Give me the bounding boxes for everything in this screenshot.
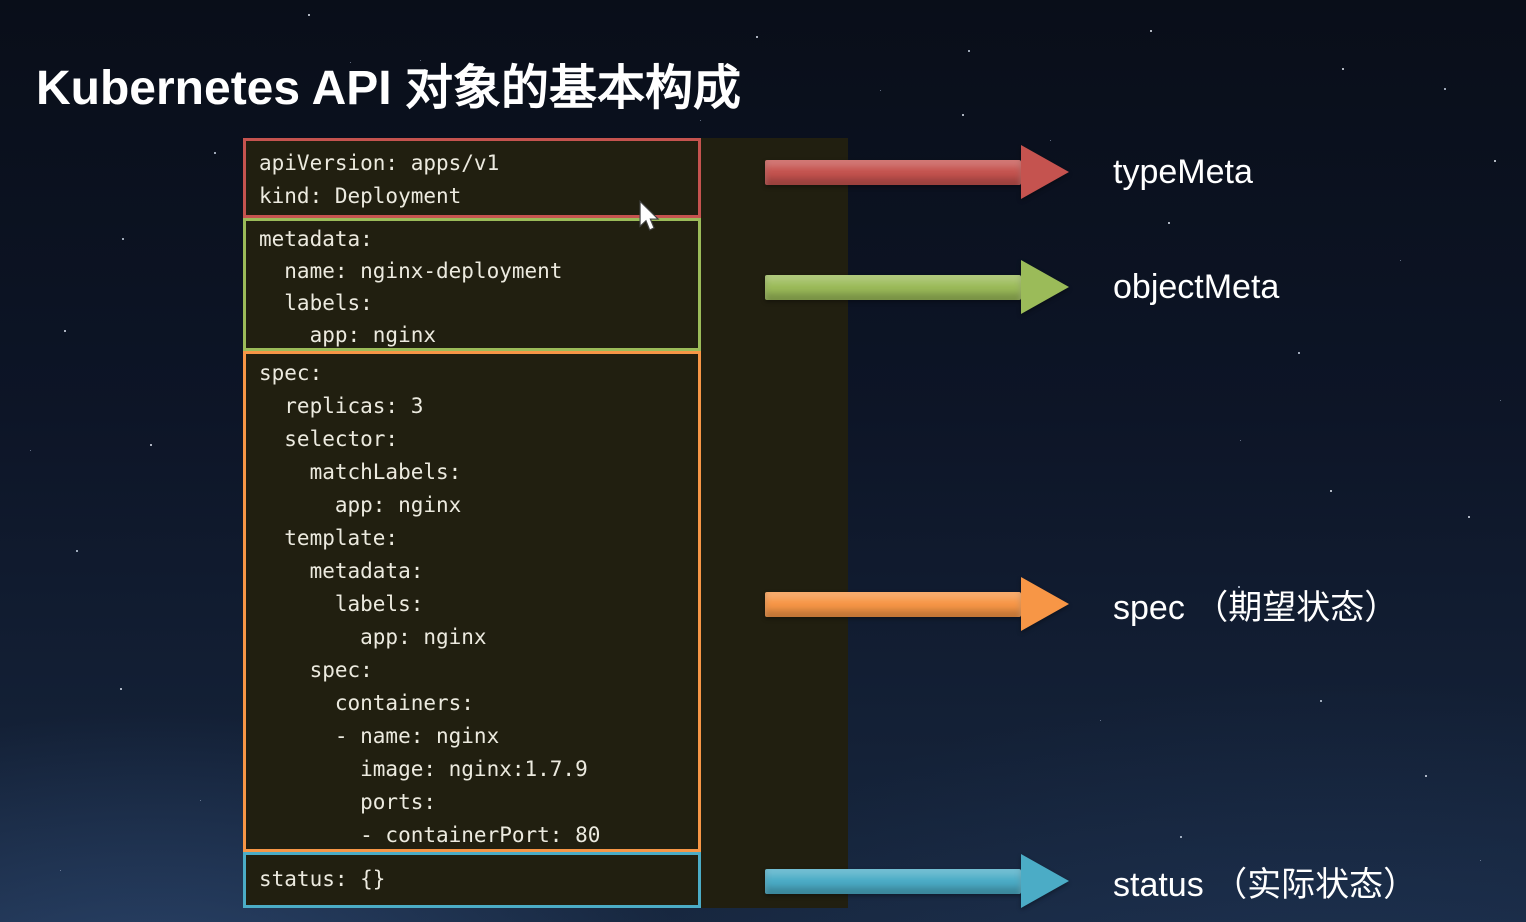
code-section-status: status: {} <box>243 852 701 908</box>
annotation-objectmeta: objectMeta <box>765 259 1279 315</box>
annotation-label-spec: spec （期望状态） <box>1113 588 1399 627</box>
code-section-typemeta: apiVersion: apps/v1 kind: Deployment <box>243 138 701 218</box>
objectmeta-arrow-icon <box>765 260 1069 314</box>
yaml-code-block: apiVersion: apps/v1 kind: Deployment met… <box>243 138 701 908</box>
arrow-head <box>1021 260 1069 314</box>
arrow-head <box>1021 854 1069 908</box>
arrow-body <box>765 868 1021 894</box>
arrow-body <box>765 591 1021 617</box>
arrow-head <box>1021 577 1069 631</box>
annotation-spec: spec （期望状态） <box>765 576 1398 632</box>
typemeta-arrow-icon <box>765 145 1069 199</box>
starfield-dim <box>0 0 1 1</box>
mouse-cursor-icon <box>639 200 660 231</box>
annotation-status: status （实际状态） <box>765 853 1417 909</box>
arrow-head <box>1021 145 1069 199</box>
slide-title: Kubernetes API 对象的基本构成 <box>36 62 741 116</box>
arrow-body <box>765 159 1021 185</box>
status-arrow-icon <box>765 854 1069 908</box>
annotation-label-objectmeta: objectMeta <box>1113 267 1280 306</box>
yaml-panel: apiVersion: apps/v1 kind: Deployment met… <box>243 138 848 908</box>
code-section-spec: spec: replicas: 3 selector: matchLabels:… <box>243 351 701 852</box>
annotation-label-typemeta: typeMeta <box>1113 152 1253 191</box>
annotation-label-status: status （实际状态） <box>1113 865 1418 904</box>
code-section-objectmeta: metadata: name: nginx-deployment labels:… <box>243 218 701 351</box>
annotation-typemeta: typeMeta <box>765 144 1253 200</box>
arrow-body <box>765 274 1021 300</box>
spec-arrow-icon <box>765 577 1069 631</box>
